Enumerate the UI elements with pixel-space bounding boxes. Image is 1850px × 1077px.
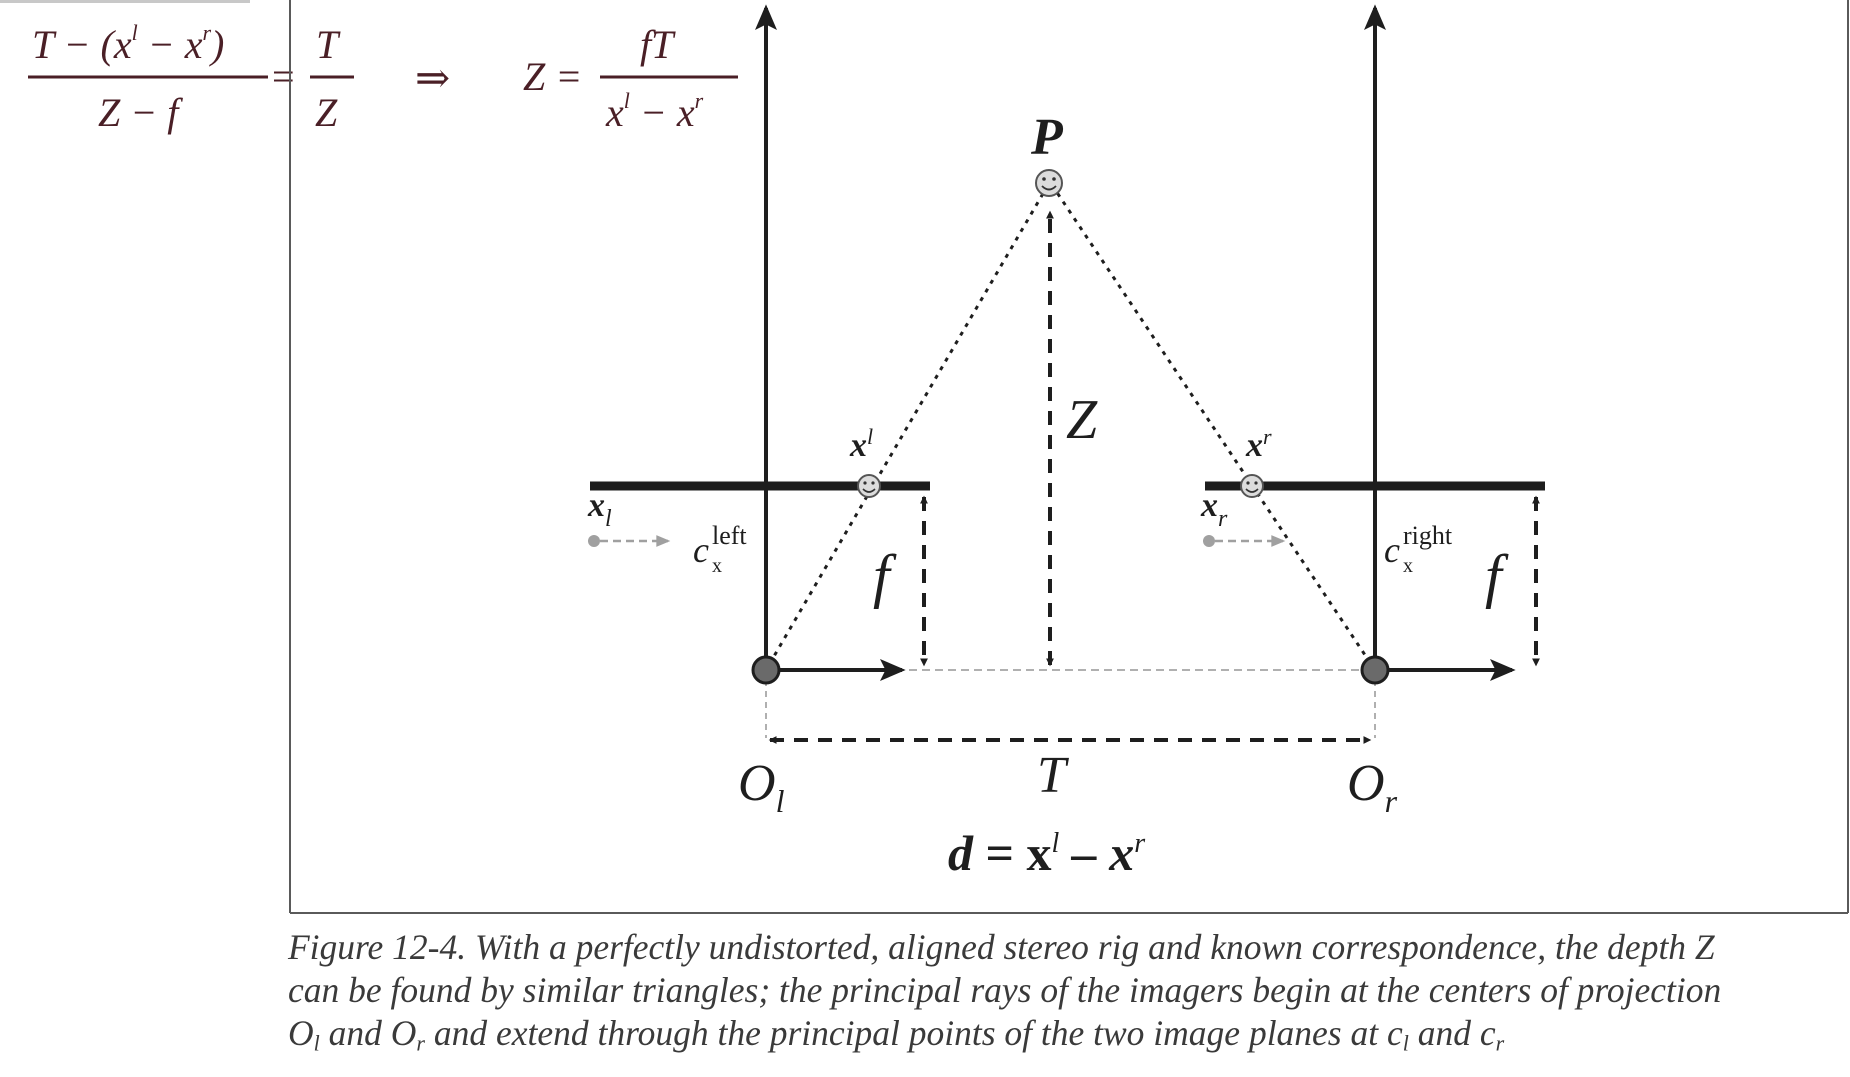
right-center-of-projection: [1360, 655, 1390, 685]
caption-line-3: Ol and Or and extend through the princip…: [288, 1012, 1844, 1065]
eq-num-minus: − x: [138, 22, 203, 67]
eq-num-close: ): [209, 22, 224, 67]
corner-tick: [0, 0, 250, 3]
eq2-den-minus: − x: [630, 90, 695, 135]
svg-text:xl − xr: xl − xr: [605, 88, 704, 135]
label-xr-axis: x: [1200, 487, 1218, 524]
label-cx-left-sub: x: [712, 555, 722, 577]
caption-line-2: can be found by similar triangles; the p…: [288, 970, 1722, 1010]
eq-num-part1: T − (x: [32, 22, 132, 67]
depth-equation: T − (xl − xr) Z − f = T Z ⇒ Z = fT xl − …: [28, 20, 738, 135]
eq-equals: =: [272, 54, 295, 99]
label-cx-right-sub: x: [1403, 555, 1413, 577]
label-xr-sup: r: [1263, 424, 1272, 449]
left-center-of-projection: [751, 655, 781, 685]
figure-caption: Figure 12-4. With a perfectly undistorte…: [288, 926, 1844, 1065]
caption-cr: and c: [1408, 1013, 1496, 1053]
svg-text:Or: Or: [1347, 755, 1398, 819]
label-d: d: [948, 825, 974, 881]
label-p: P: [1030, 109, 1064, 166]
eq2-den-sup-l: l: [624, 88, 630, 113]
label-f-right: f: [1485, 543, 1509, 609]
caption-ol-sub: l: [313, 1030, 320, 1056]
caption-cr-sub: r: [1495, 1030, 1505, 1056]
svg-text:xr: xr: [1200, 487, 1228, 532]
right-image-point-smiley-icon: [1240, 474, 1264, 498]
eq2-lhs: Z =: [523, 54, 582, 99]
label-t: T: [1037, 747, 1069, 804]
label-xl-sup: l: [867, 424, 873, 449]
label-xl-axis: x: [587, 487, 605, 524]
eq-rhs-denominator: Z: [315, 90, 338, 135]
svg-text:d = xl – xr: d = xl – xr: [948, 825, 1145, 881]
eq-num-sup-r: r: [202, 20, 211, 45]
label-ol: O: [738, 755, 776, 812]
label-cx-left-sup: left: [712, 521, 747, 550]
svg-text:T − (xl − xr): T − (xl − xr): [32, 20, 224, 67]
svg-text:xr: xr: [1245, 424, 1272, 464]
caption-or: and O: [319, 1013, 417, 1053]
caption-or-sub: r: [416, 1030, 425, 1056]
label-xr-axis-sub: r: [1218, 506, 1228, 532]
svg-text:xl: xl: [849, 424, 873, 464]
point-p-smiley-icon: [1035, 169, 1063, 197]
caption-line-1: Figure 12-4. With a perfectly undistorte…: [288, 927, 1715, 967]
eq-num-sup-l: l: [132, 20, 138, 45]
svg-text:xl: xl: [587, 487, 612, 532]
label-ol-sub: l: [776, 783, 785, 819]
label-cx-right-base: c: [1384, 530, 1400, 570]
eq-rhs-numerator: T: [316, 22, 341, 67]
caption-cl-sub: l: [1402, 1030, 1409, 1056]
label-cx-left-base: c: [693, 530, 709, 570]
eq2-den-x: x: [605, 90, 624, 135]
eq-denominator: Z − f: [98, 90, 183, 135]
right-ray: [1050, 184, 1377, 671]
caption-ol: O: [288, 1013, 314, 1053]
implies-arrow: ⇒: [415, 56, 450, 102]
figure-frame: [289, 0, 1849, 914]
label-d-minus: – x: [1059, 825, 1134, 881]
label-xl-base: x: [849, 427, 867, 464]
svg-text:Ol: Ol: [738, 755, 785, 819]
left-image-origin-dot: [588, 535, 600, 547]
left-image-point-smiley-icon: [857, 474, 881, 498]
label-f-left: f: [873, 543, 897, 609]
label-xr-base: x: [1245, 427, 1263, 464]
eq2-den-sup-r: r: [695, 88, 704, 113]
label-cx-right-sup: right: [1403, 521, 1453, 550]
label-d-sup-r: r: [1134, 828, 1145, 859]
eq2-numerator: fT: [640, 22, 676, 67]
label-or-sub: r: [1385, 783, 1398, 819]
label-or: O: [1347, 755, 1385, 812]
left-ray: [764, 184, 1050, 671]
label-z: Z: [1066, 389, 1098, 451]
label-d-eq: = x: [973, 825, 1052, 881]
label-d-sup-l: l: [1052, 828, 1060, 859]
label-xl-axis-sub: l: [605, 506, 612, 532]
caption-cl: and extend through the principal points …: [424, 1013, 1403, 1053]
right-image-origin-dot: [1203, 535, 1215, 547]
